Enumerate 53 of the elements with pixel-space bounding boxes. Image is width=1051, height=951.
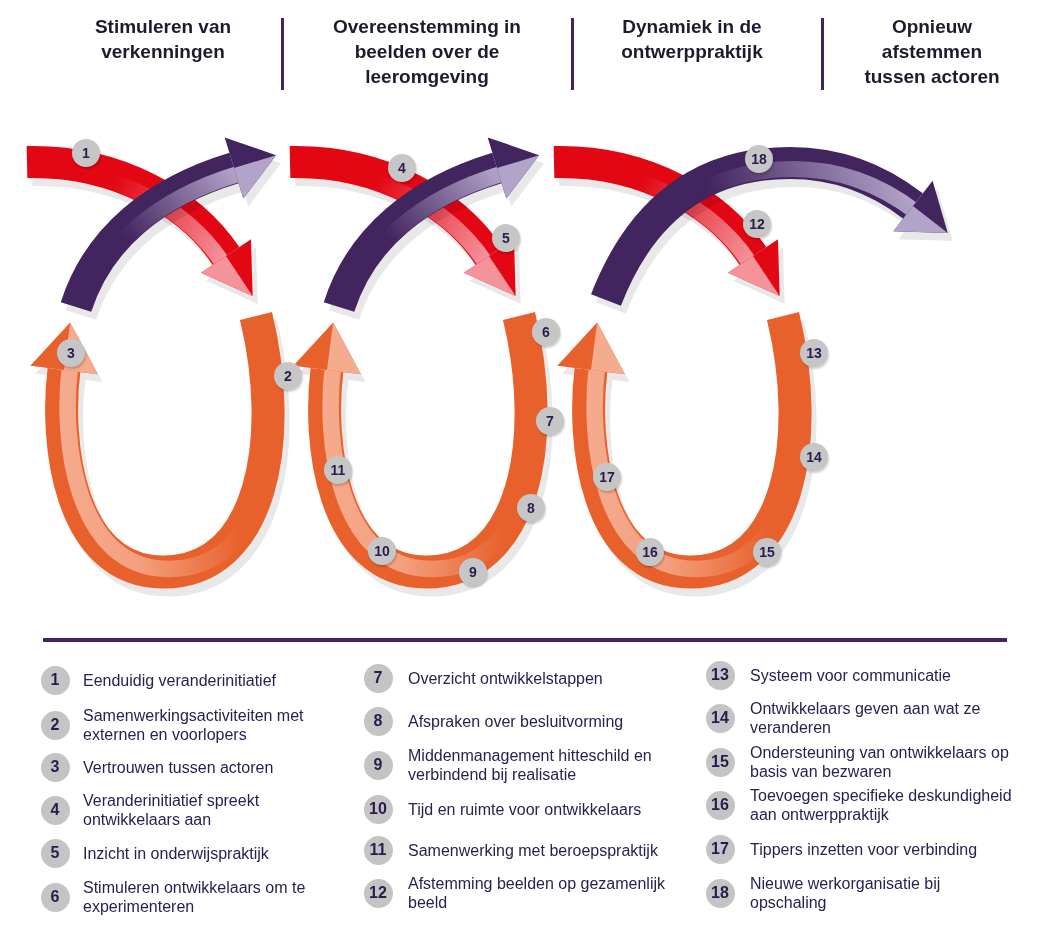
legend-number: 17 [705, 834, 735, 864]
callout-number: 11 [324, 456, 352, 484]
column-heading: Stimuleren van verkenningen [93, 15, 233, 64]
callout-number: 17 [593, 463, 621, 491]
legend-number: 12 [363, 878, 393, 908]
legend-number: 1 [40, 665, 70, 695]
legend-number: 4 [40, 795, 70, 825]
callout-number: 12 [743, 210, 771, 238]
column-heading: Opnieuw afstemmen tussen actoren [863, 15, 1001, 89]
callout-number: 13 [800, 339, 828, 367]
legend-text: Tippers inzetten voor verbinding [750, 839, 979, 859]
legend-text: Samenwerkingsactiviteiten met externen en voorlopers [83, 706, 305, 744]
legend-number: 8 [363, 706, 393, 736]
legend-text: Toevoegen specifieke deskundigheid aan ontwerppraktijk [750, 786, 1013, 824]
legend-number: 7 [363, 663, 393, 693]
column-heading: Overeenstemming in beelden over de leeromgeving [332, 15, 522, 89]
legend-text: Ondersteuning van ontwikkelaars op basis van bezwaren [750, 743, 1010, 781]
legend-text: Overzicht ontwikkelstappen [408, 668, 604, 688]
legend-number: 3 [40, 752, 70, 782]
legend-number: 13 [705, 660, 735, 690]
column-heading: Dynamiek in de ontwerppraktijk [620, 15, 764, 64]
callout-number: 9 [459, 558, 487, 586]
callout-number: 7 [536, 407, 564, 435]
legend-number: 15 [705, 747, 735, 777]
callout-number: 6 [532, 318, 560, 346]
callout-number: 14 [800, 443, 828, 471]
legend-number: 5 [40, 838, 70, 868]
legend-text: Vertrouwen tussen actoren [83, 757, 275, 777]
legend-text: Inzicht in onderwijspraktijk [83, 843, 270, 863]
legend-text: Middenmanagement hitteschild en verbindend bij realisatie [408, 746, 653, 784]
legend-text: Eenduidig veranderinitiatief [83, 670, 277, 690]
legend-number: 18 [705, 878, 735, 908]
legend-text: Ontwikkelaars geven aan wat ze veranderen [750, 699, 982, 737]
legend-number: 14 [705, 703, 735, 733]
legend-number: 11 [363, 835, 393, 865]
legend-text: Afspraken over besluitvorming [408, 711, 625, 731]
callout-number: 8 [517, 494, 545, 522]
legend-number: 10 [363, 794, 393, 824]
callout-number: 1 [72, 139, 100, 167]
legend-number: 9 [363, 750, 393, 780]
legend-text: Afstemming beelden op gezamenlijk beeld [408, 874, 667, 912]
legend-text: Samenwerking met beroepspraktijk [408, 840, 659, 860]
legend-number: 2 [40, 710, 70, 740]
legend-text: Stimuleren ontwikkelaars om te experimenteren [83, 878, 307, 916]
legend-text: Nieuwe werkorganisatie bij opschaling [750, 874, 942, 912]
legend-text: Tijd en ruimte voor ontwikkelaars [408, 799, 643, 819]
callout-number: 18 [745, 145, 773, 173]
legend-number: 6 [40, 882, 70, 912]
legend-text: Systeem voor communicatie [750, 665, 952, 685]
callout-number: 4 [388, 154, 416, 182]
legend-text: Veranderinitiatief spreekt ontwikkelaars aan [83, 791, 261, 829]
callout-number: 5 [492, 224, 520, 252]
legend-number: 16 [705, 790, 735, 820]
